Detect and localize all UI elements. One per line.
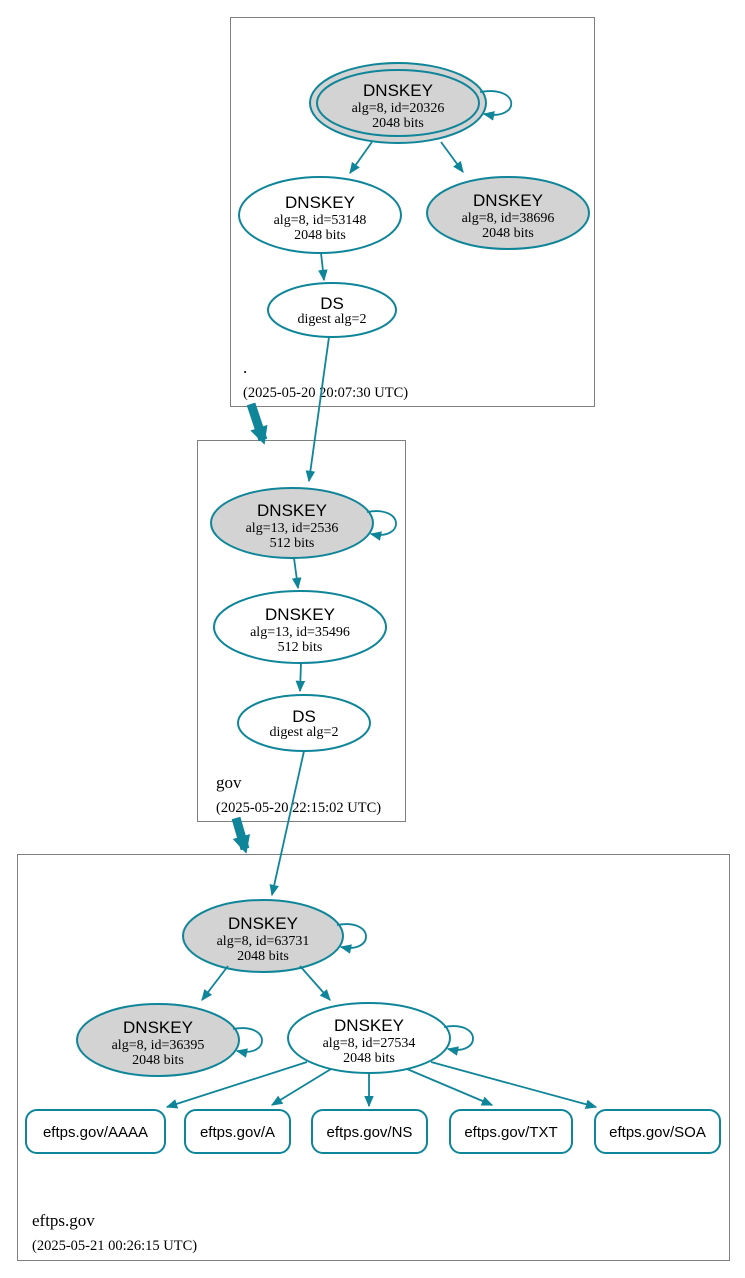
edge-gov-ksk-self-sign [366, 510, 397, 541]
dnskey-node-gov-ksk-2536: DNSKEY alg=13, id=2536 512 bits [210, 487, 374, 559]
edge-gov-ds-to-eftps-ksk [269, 750, 305, 897]
ds-node-root: DS digest alg=2 [267, 282, 397, 338]
node-detail: digest alg=2 [298, 312, 367, 327]
edge-eftps-zsk-to-a [270, 1068, 332, 1106]
rrset-node-eftps-gov-soa: eftps.gov/SOA [594, 1109, 721, 1154]
zone-timestamp-gov: (2025-05-20 22:15:02 UTC) [216, 800, 381, 816]
node-detail1: alg=8, id=63731 [217, 934, 310, 949]
rrset-label: eftps.gov/SOA [609, 1124, 706, 1141]
rrset-node-eftps-gov-ns: eftps.gov/NS [311, 1109, 428, 1154]
edge-gov-zsk-to-ds [295, 662, 306, 693]
node-detail1: alg=8, id=53148 [274, 213, 367, 228]
rrset-node-eftps-gov-txt: eftps.gov/TXT [449, 1109, 573, 1154]
node-title: DNSKEY [228, 914, 298, 933]
node-detail2: 2048 bits [294, 228, 346, 243]
node-detail1: alg=8, id=36395 [112, 1038, 205, 1053]
node-title: DNSKEY [123, 1018, 193, 1037]
node-title: DNSKEY [285, 193, 355, 212]
edge-eftps-ksk-to-zsk [299, 965, 331, 1001]
node-detail1: alg=13, id=35496 [250, 625, 350, 640]
node-title: DS [320, 294, 344, 313]
rrset-label: eftps.gov/TXT [464, 1124, 557, 1141]
dnskey-node-eftps-36395: DNSKEY alg=8, id=36395 2048 bits [76, 1003, 240, 1077]
edge-eftps-ksk-self-sign [336, 923, 367, 954]
edge-eftps-ksk-to-36395 [201, 965, 229, 1001]
node-detail2: 2048 bits [132, 1053, 184, 1068]
rrset-label: eftps.gov/A [200, 1124, 275, 1141]
edge-root-ds-to-gov-ksk [305, 336, 330, 483]
rrset-label: eftps.gov/NS [327, 1124, 413, 1141]
dnskey-node-eftps-ksk-63731: DNSKEY alg=8, id=63731 2048 bits [182, 899, 344, 973]
edge-gov-ksk-to-zsk [291, 557, 302, 590]
edge-delegation-gov-to-eftps [231, 816, 251, 854]
zone-label-gov: gov [216, 773, 242, 792]
zone-label-root: . [243, 358, 247, 377]
node-title: DNSKEY [257, 501, 327, 520]
node-title: DNSKEY [473, 191, 543, 210]
node-title: DS [292, 707, 316, 726]
node-detail2: 512 bits [270, 536, 315, 551]
node-detail2: 2048 bits [372, 116, 424, 131]
zone-timestamp-root: (2025-05-20 20:07:30 UTC) [243, 385, 408, 401]
edge-root-zsk-to-ds [318, 252, 328, 282]
zone-box-root [230, 17, 595, 407]
dnskey-node-root-zsk-53148: DNSKEY alg=8, id=53148 2048 bits [238, 176, 402, 254]
edge-eftps-zsk-to-txt [406, 1068, 494, 1106]
node-detail1: alg=13, id=2536 [246, 521, 339, 536]
dnskey-node-eftps-zsk-27534: DNSKEY alg=8, id=27534 2048 bits [287, 1002, 451, 1074]
dnskey-node-gov-zsk-35496: DNSKEY alg=13, id=35496 512 bits [213, 590, 387, 664]
edge-delegation-root-to-gov [246, 402, 268, 445]
edge-root-ksk-to-38696 [440, 141, 464, 173]
ds-node-gov: DS digest alg=2 [237, 694, 371, 752]
zone-box-gov [197, 440, 406, 822]
dnskey-node-root-ksk-20326: DNSKEY alg=8, id=20326 2048 bits [309, 62, 487, 144]
node-detail2: 2048 bits [343, 1051, 395, 1066]
node-detail2: 512 bits [278, 640, 323, 655]
zone-label-eftps-gov: eftps.gov [32, 1211, 95, 1230]
edge-eftps-zsk-self-sign [443, 1025, 474, 1056]
node-detail1: alg=8, id=38696 [462, 211, 555, 226]
node-detail2: 2048 bits [482, 226, 534, 241]
dnskey-node-root-38696: DNSKEY alg=8, id=38696 2048 bits [426, 176, 590, 250]
rrset-node-eftps-gov-aaaa: eftps.gov/AAAA [25, 1109, 166, 1154]
zone-box-eftps-gov [17, 854, 730, 1261]
node-title: DNSKEY [334, 1016, 404, 1035]
node-detail1: alg=8, id=20326 [352, 101, 445, 116]
rrset-node-eftps-gov-a: eftps.gov/A [184, 1109, 291, 1154]
node-detail: digest alg=2 [270, 725, 339, 740]
edge-eftps-36395-self-sign [232, 1027, 263, 1058]
edge-root-ksk-to-zsk [349, 141, 373, 174]
node-title: DNSKEY [265, 605, 335, 624]
rrset-label: eftps.gov/AAAA [43, 1124, 148, 1141]
node-detail2: 2048 bits [237, 949, 289, 964]
node-detail1: alg=8, id=27534 [323, 1036, 416, 1051]
edge-eftps-zsk-to-soa [430, 1061, 598, 1109]
edge-eftps-zsk-to-aaaa [165, 1061, 308, 1109]
edge-root-ksk-self-sign [479, 90, 513, 121]
node-title: DNSKEY [363, 81, 433, 100]
zone-timestamp-eftps-gov: (2025-05-21 00:26:15 UTC) [32, 1238, 197, 1254]
